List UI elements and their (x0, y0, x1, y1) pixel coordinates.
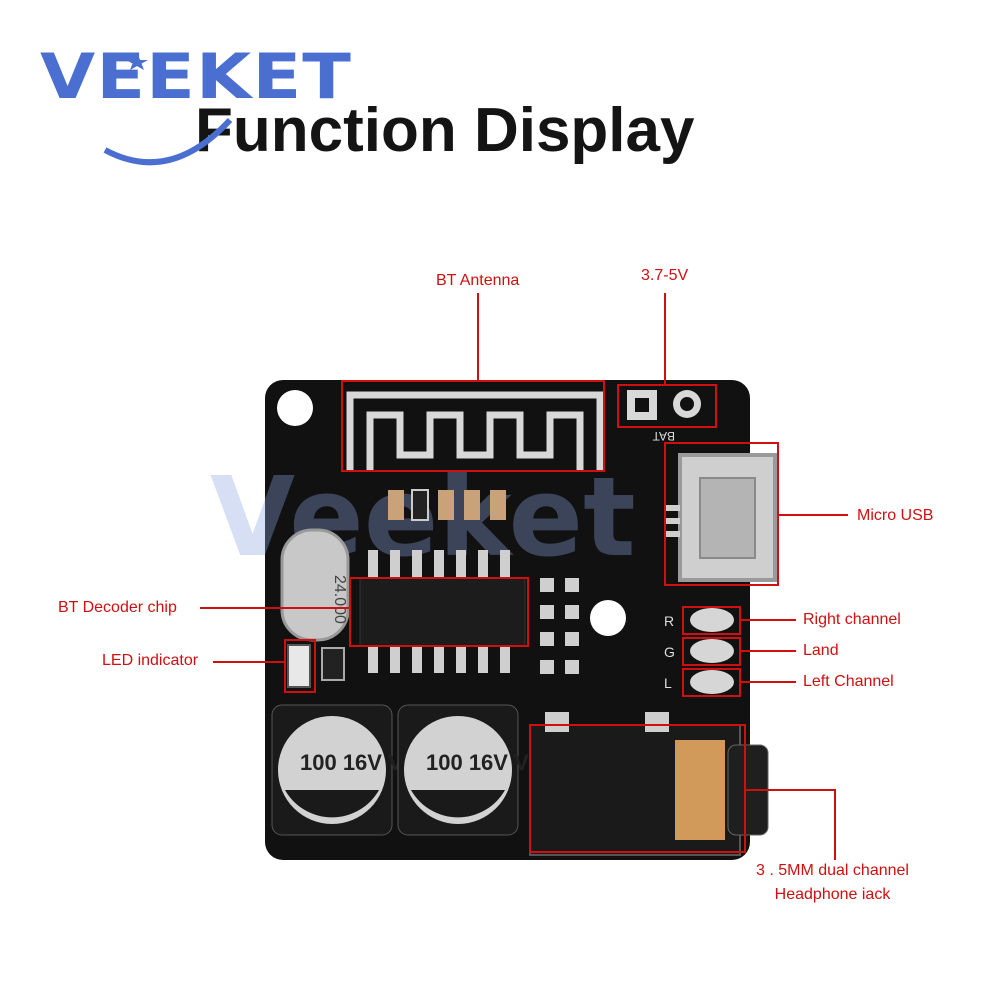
cap-left-marking: 100 16V VT (300, 750, 417, 775)
callout-voltage: 3.7-5V (641, 267, 689, 284)
bt-decoder-chip (359, 577, 526, 647)
headphone-jack (529, 712, 769, 856)
cap-right-marking: 100 16V VT (426, 750, 543, 775)
bat-silkscreen: BAT (652, 429, 675, 443)
callout-jack-line1: 3 . 5MM dual channel (756, 862, 909, 879)
led (287, 644, 311, 688)
capacitor-c3 (271, 704, 393, 836)
callout-right-channel: Right channel (803, 611, 901, 628)
decoder-chip-legs (368, 550, 510, 673)
callout-lines (200, 293, 848, 860)
capacitor-c4 (397, 704, 519, 836)
callout-micro-usb: Micro USB (857, 507, 934, 524)
callout-bt-antenna: BT Antenna (436, 272, 520, 289)
r-silkscreen: R (664, 613, 674, 629)
callout-land: Land (803, 642, 839, 659)
logo-swoosh (103, 117, 233, 166)
led-resistor (321, 647, 345, 681)
callout-left-channel: Left Channel (803, 673, 894, 690)
mount-hole (277, 390, 313, 426)
callout-jack-line2: Headphone iack (774, 886, 891, 903)
logo-star-icon (126, 52, 148, 70)
pad-grid (540, 578, 579, 674)
callout-bt-decoder-chip: BT Decoder chip (58, 599, 177, 616)
smd-cap (388, 490, 404, 520)
callout-led-indicator: LED indicator (102, 652, 199, 669)
mount-hole (590, 600, 626, 636)
bt-antenna-trace (346, 391, 604, 470)
audio-output-pads (690, 608, 734, 694)
l-silkscreen: L (664, 675, 672, 691)
page-title: Function Display (195, 96, 695, 165)
g-silkscreen: G (664, 644, 675, 660)
veeket-logo: VEEKET (40, 40, 353, 113)
crystal-marking: 24.000 (331, 575, 348, 624)
